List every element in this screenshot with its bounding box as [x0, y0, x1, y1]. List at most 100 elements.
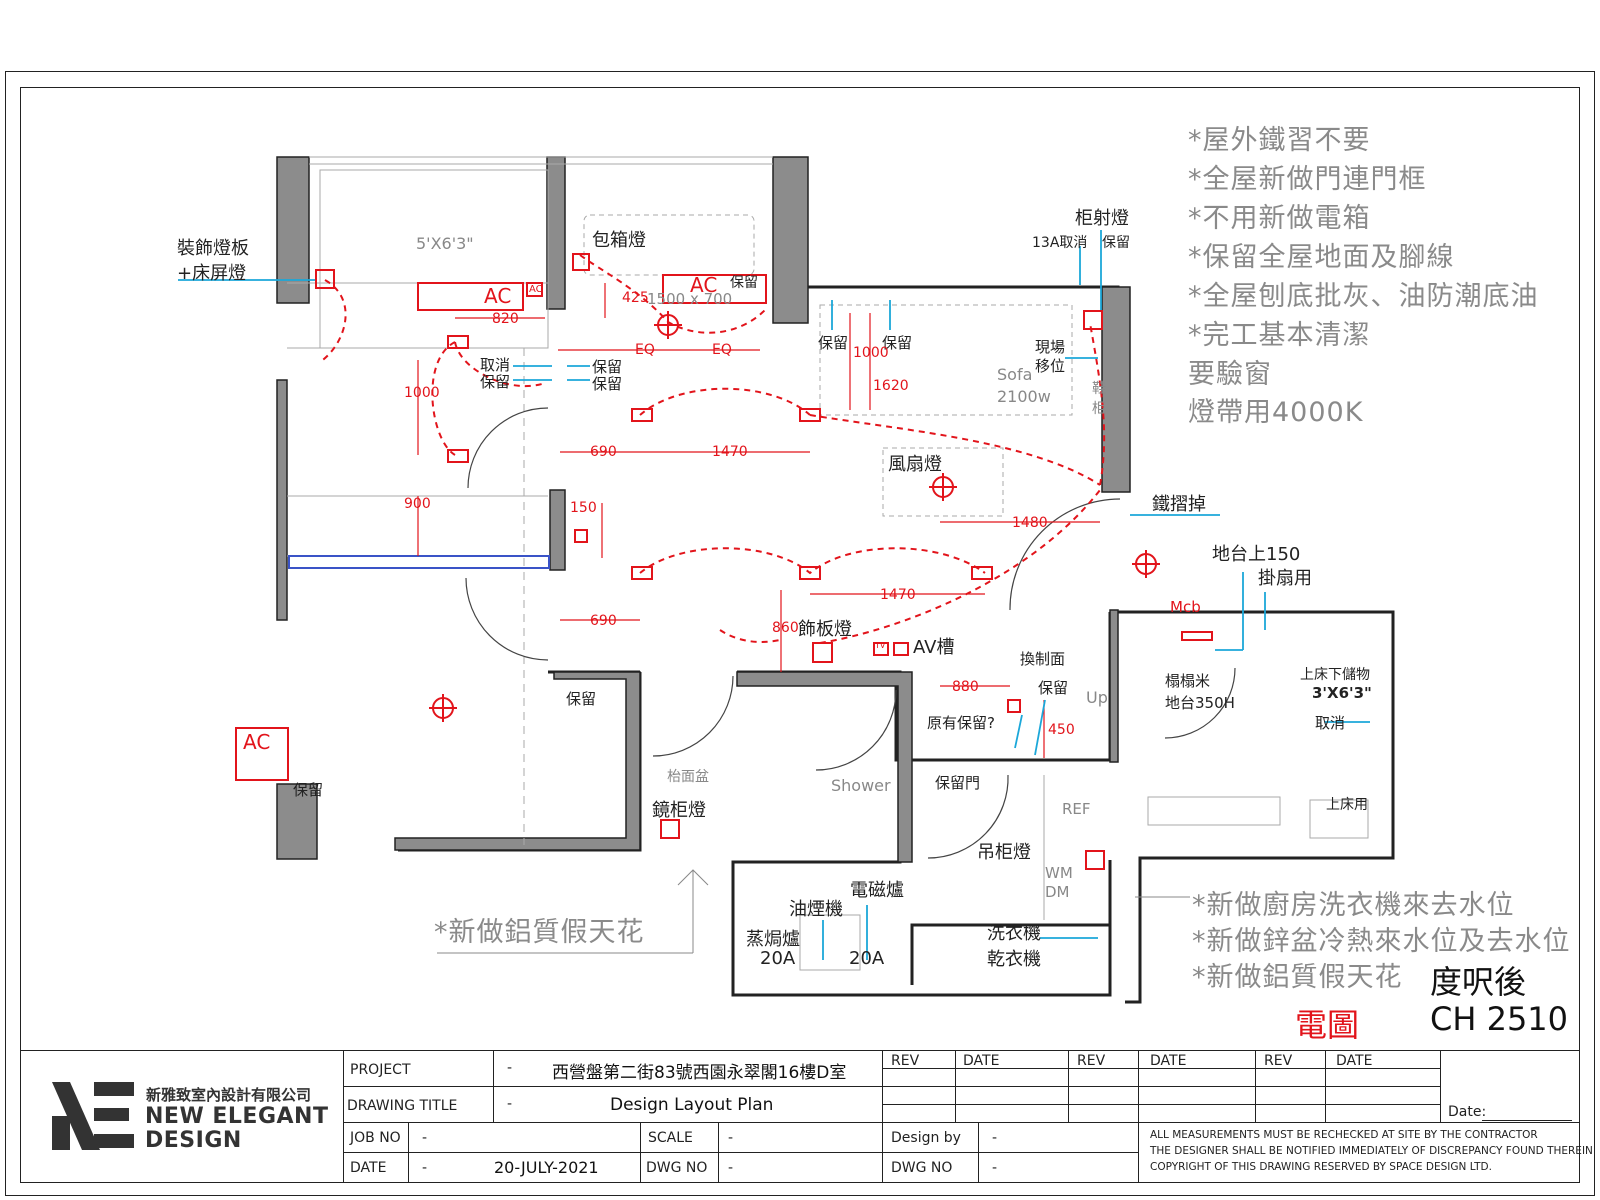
- label-keep: 保留: [1038, 679, 1069, 697]
- label-shower: Shower: [831, 776, 891, 795]
- dimension-lines: [417, 283, 1100, 758]
- project-label: PROJECT: [350, 1062, 411, 1078]
- label-keep: 保留: [1102, 235, 1130, 251]
- disclaimer-line: COPYRIGHT OF THIS DRAWING RESERVED BY SP…: [1150, 1161, 1492, 1173]
- label-cancel: 取消: [1315, 714, 1346, 732]
- dwg-no-value: -: [728, 1160, 734, 1176]
- dim-label: 860: [772, 620, 799, 636]
- label-keep-door: 保留門: [935, 774, 981, 792]
- wardrobe-strip: [288, 555, 550, 569]
- label-cancel: 取消: [480, 356, 511, 374]
- note-line: *全屋刨底批灰、油防潮底油: [1188, 281, 1539, 312]
- door-swings: [465, 407, 1236, 859]
- design-by-value: -: [992, 1130, 998, 1146]
- inner-border: [20, 87, 1580, 1183]
- dim-label: 1620: [873, 378, 909, 394]
- logo-mark: [52, 1082, 134, 1150]
- label-shoe-cabinet: 鞋: [1092, 381, 1106, 397]
- date-header: DATE: [1336, 1053, 1373, 1069]
- label-20a: 20A: [760, 948, 796, 969]
- label-counter-150: 地台上150: [1212, 544, 1301, 565]
- dim-label: 1480: [1012, 515, 1048, 531]
- note-line: 燈帶用4000K: [1188, 397, 1364, 428]
- label-mirror-light: 鏡柜燈: [652, 800, 706, 821]
- note-line: *屋外鐵習不要: [1188, 125, 1371, 156]
- date-value: 20-JULY-2021: [494, 1158, 599, 1177]
- dim-label: 425: [622, 290, 649, 306]
- label-keep: 保留: [818, 334, 849, 352]
- label-cancel-13a: 13A取消: [1032, 235, 1088, 251]
- dim-label: 690: [590, 613, 617, 629]
- label-ac: AC: [484, 284, 512, 308]
- dwg-no-value: -: [992, 1160, 998, 1176]
- label-fan-use: 掛扇用: [1258, 568, 1312, 589]
- dim-label: 1000: [853, 345, 889, 361]
- label-upper-bed-use: 上床用: [1326, 797, 1368, 813]
- rev-header: REV: [891, 1053, 920, 1069]
- note-line: *新做廚房洗衣機來去水位: [1192, 890, 1515, 921]
- label-keep: 保留: [882, 334, 913, 352]
- walls-solid: [276, 156, 1131, 863]
- label-steamer: 蒸焗爐: [746, 929, 800, 950]
- note-line: *新做鋅盆冷熱來水位及去水位: [1192, 926, 1571, 957]
- label-washer: 洗衣機: [987, 923, 1041, 944]
- stamp-electrical: 電圖: [1295, 1006, 1360, 1044]
- label-deco-light: 飾板燈: [798, 619, 852, 640]
- dwg-no-label: DWG NO: [646, 1160, 708, 1176]
- drawing-title-label: DRAWING TITLE: [347, 1098, 458, 1114]
- dim-label: EQ: [635, 342, 655, 358]
- label-bed-size: 5'X6'3": [416, 234, 474, 253]
- label-upper-bed-size: 3'X6'3": [1312, 684, 1372, 702]
- internal-lines: [287, 156, 1369, 971]
- ceiling-note: *新做鋁質假天花: [434, 917, 645, 948]
- date-header: DATE: [963, 1053, 1000, 1069]
- label-mcb: Mcb: [1170, 598, 1201, 616]
- rev-header: REV: [1264, 1053, 1293, 1069]
- dim-label: 1470: [880, 587, 916, 603]
- title-block: [20, 1050, 1580, 1184]
- label-switch-panel: 換制面: [1020, 650, 1066, 668]
- label-bed-light: +床屏燈: [177, 263, 247, 284]
- label-ac: AC: [243, 730, 271, 754]
- note-line: *全屋新做門連門框: [1188, 164, 1427, 195]
- label-induction: 電磁爐: [850, 880, 904, 901]
- label-tatami: 榻榻米: [1165, 672, 1211, 690]
- outer-border: [5, 71, 1595, 1196]
- note-line: *保留全屋地面及腳線: [1188, 242, 1455, 273]
- label-deco-panel: 裝飾燈板: [177, 238, 249, 259]
- drawing-title-value: Design Layout Plan: [610, 1095, 774, 1115]
- note-line: *新做鋁質假天花: [1192, 962, 1403, 993]
- design-by-label: Design by: [891, 1130, 961, 1146]
- label-move: 現場: [1035, 338, 1066, 356]
- label-sofa-width: 2100w: [997, 387, 1051, 406]
- note-line: *不用新做電箱: [1188, 203, 1371, 234]
- label-move: 移位: [1035, 357, 1066, 375]
- date-header: DATE: [1150, 1053, 1187, 1069]
- job-no-value: -: [422, 1130, 428, 1146]
- disclaimer-line: THE DESIGNER SHALL BE NOTIFIED IMMEDIATE…: [1150, 1145, 1593, 1157]
- label-upper-bed: 上床下儲物: [1300, 667, 1370, 683]
- annotation-arrows: [178, 230, 1370, 960]
- scale-label: SCALE: [648, 1130, 693, 1146]
- dim-label: 880: [952, 679, 979, 695]
- company-name-en: DESIGN: [145, 1128, 242, 1153]
- label-av: AV槽: [913, 637, 955, 658]
- label-hood: 油煙機: [789, 899, 843, 920]
- label-sofa: Sofa: [997, 365, 1033, 384]
- date-label: DATE: [350, 1160, 387, 1176]
- label-20a: 20A: [849, 948, 885, 969]
- company-name-en: NEW ELEGANT: [145, 1104, 329, 1129]
- label-fan-light: 風扇燈: [888, 454, 942, 475]
- stamp-code: CH 2510: [1430, 1000, 1569, 1038]
- label-hanging-light: 吊柜燈: [977, 842, 1031, 863]
- label-tatami-height: 地台350H: [1165, 694, 1235, 712]
- label-shoe-cabinet: 柜: [1092, 401, 1106, 417]
- dim-label: 1000: [404, 385, 440, 401]
- dim-label: 450: [1048, 722, 1075, 738]
- project-dash: -: [507, 1060, 513, 1076]
- label-ref: REF: [1062, 800, 1091, 818]
- label-ac-window: AC: [690, 273, 718, 297]
- label-keep: 保留: [480, 373, 511, 391]
- label-ac-small: AC: [529, 284, 543, 295]
